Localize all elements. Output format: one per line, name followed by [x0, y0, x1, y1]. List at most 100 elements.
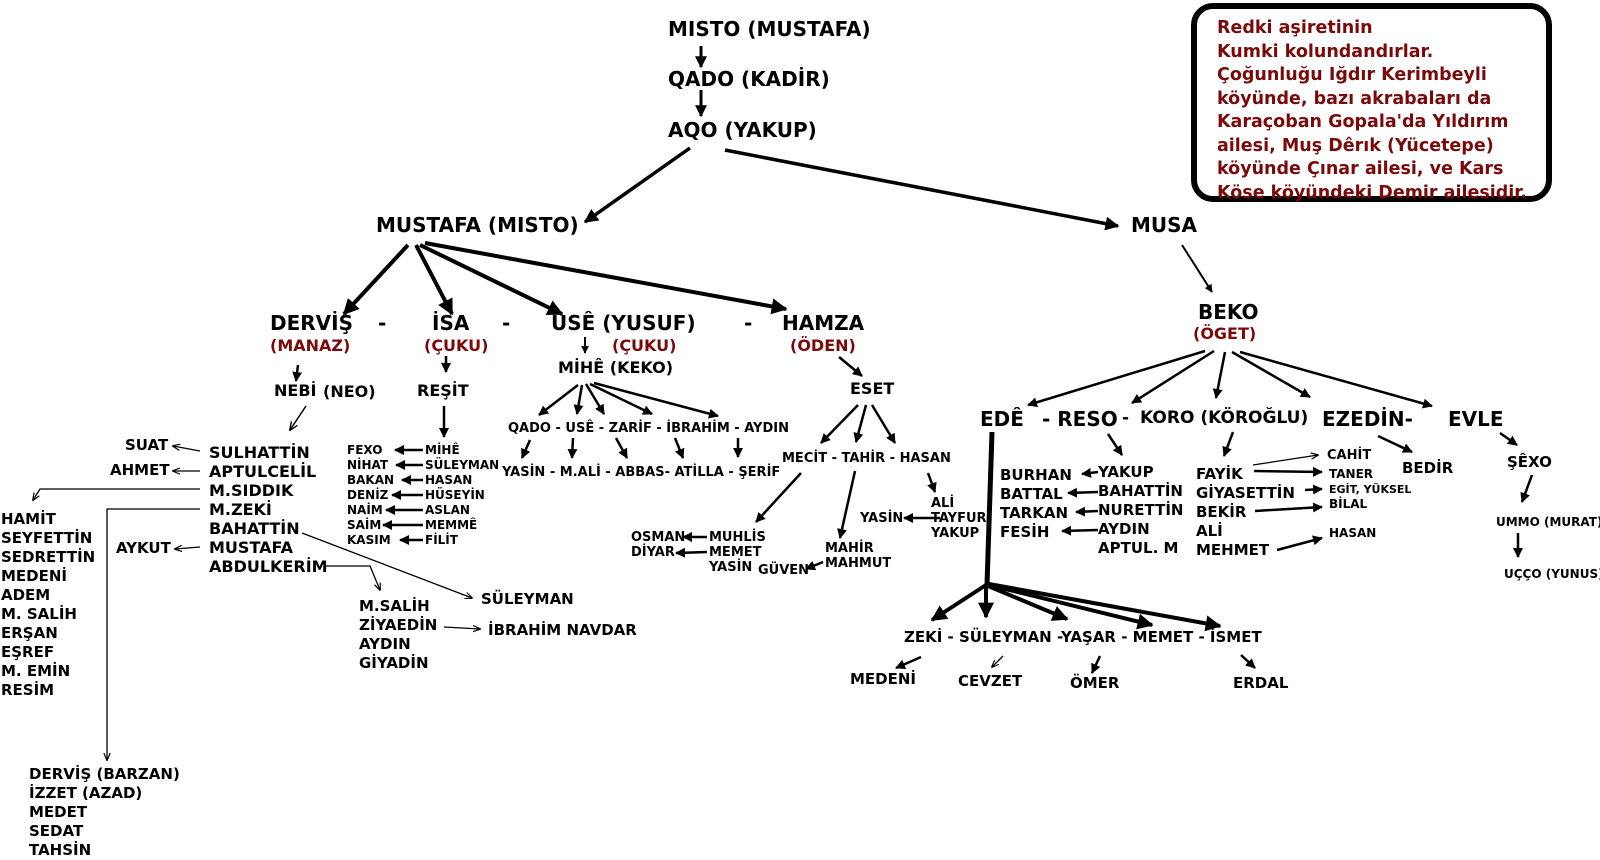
node-nebi: NEBİ	[274, 381, 317, 400]
link-qado-yasin	[520, 439, 532, 459]
node-ahmet: AHMET	[110, 461, 170, 479]
link-memet-diyar	[675, 547, 708, 558]
person: GİYASETTİN	[1196, 484, 1295, 502]
node-isa: İSA	[432, 311, 470, 335]
link-evle-sexo	[1499, 431, 1518, 447]
person: M. EMİN	[1, 662, 71, 680]
person: OSMAN	[631, 530, 686, 545]
node-nebi-alias: (NEO)	[323, 382, 376, 401]
link-nebi-sulhattin	[290, 405, 307, 430]
clan-oden: (ÖDEN)	[790, 336, 856, 355]
person: BATTAL	[1000, 485, 1063, 503]
node-koro-hasan: HASAN	[1329, 526, 1377, 540]
note-line: ailesi, Muş Dêrık (Yücetepe)	[1217, 135, 1494, 156]
mihe-children-row: QADO - USÊ - ZARİF - İBRAHİM - AYDIN	[508, 421, 789, 436]
link-zeki-children	[107, 508, 200, 760]
link-mihe-qado	[538, 384, 579, 416]
link-koro-fayik	[1222, 431, 1235, 457]
person: M. SALİH	[1, 605, 77, 623]
link-ismet-erdal	[1240, 654, 1256, 669]
link-beko-reso	[1131, 349, 1215, 405]
link-ede-trunk	[984, 431, 995, 586]
link-ziyaedin-ibrahim	[443, 627, 480, 629]
node-hamza: HAMZA	[782, 311, 865, 335]
person: HAMİT	[1, 510, 56, 528]
link-ibrahim-atilla	[673, 437, 685, 459]
clan-manaz: (MANAZ)	[270, 336, 351, 355]
node-erdal: ERDAL	[1233, 674, 1289, 692]
link-use-mali	[567, 437, 578, 459]
link-ede-ismet	[988, 582, 1222, 632]
link-nurettin-tarkan	[1075, 506, 1099, 517]
person: ADEM	[1, 586, 51, 604]
person: GİYADİN	[359, 654, 429, 672]
person: ALİ	[931, 496, 955, 511]
link-ede-zeki	[930, 583, 988, 622]
link-eset-tahir	[853, 404, 868, 443]
link-reso-yakup	[1106, 433, 1124, 456]
person: SEDAT	[29, 822, 84, 840]
node-suat: SUAT	[125, 436, 169, 454]
link-giyasettin-egit	[1304, 484, 1323, 495]
link-siddik-children	[33, 488, 200, 500]
person: ABDULKERİM	[209, 557, 328, 576]
node-reso: - RESO	[1042, 407, 1118, 431]
mihe-grandchildren-row: YASİN - M.ALİ - ABBAS- ATİLLA - ŞERİF	[502, 465, 781, 480]
person: MİHÊ	[425, 443, 460, 457]
link-sexo-ummo	[1520, 474, 1534, 503]
eset-children-row: MECİT - TAHİR - HASAN	[782, 451, 951, 466]
note-line: Çoğunluğu Iğdır Kerimbeyli	[1217, 65, 1487, 85]
node-beko: BEKO	[1198, 300, 1259, 324]
person: M.ZEKİ	[209, 500, 272, 519]
person: MEDET	[29, 803, 88, 821]
hasan-children-list: ALİ TAYFUR YAKUP	[931, 496, 987, 541]
person: KASIM	[347, 533, 391, 547]
person: SULHATTİN	[209, 443, 310, 462]
link-yakup-burhan	[1081, 467, 1099, 478]
person: TAYFUR	[931, 511, 987, 526]
person: MEHMET	[1196, 541, 1270, 559]
person: BEKİR	[1196, 503, 1247, 521]
node-ummo: UMMO (MURAT)	[1496, 515, 1600, 529]
link-mustafa-hamza	[424, 241, 788, 315]
node-resit: REŞİT	[417, 381, 469, 400]
person: MAHİR	[825, 541, 874, 556]
person: DİYAR	[631, 545, 675, 560]
person: MUSTAFA	[209, 538, 293, 557]
reso-grandchildren-list: BURHAN BATTAL TARKAN FESİH	[1000, 466, 1072, 542]
link-suleyman-cevzet	[992, 655, 1004, 667]
node-cevzet: CEVZET	[958, 672, 1023, 690]
person: DERVİŞ (BARZAN)	[29, 765, 180, 783]
node-bedir: BEDİR	[1402, 459, 1454, 477]
separator: -	[378, 311, 387, 335]
link-aydin-fesih	[1061, 525, 1099, 536]
link-fayik-taner	[1253, 466, 1323, 477]
person: MEMMÊ	[425, 518, 478, 532]
note-line: Redki aşiretinin	[1217, 18, 1373, 38]
node-koro: KORO (KÖROĞLU)	[1140, 408, 1309, 428]
koro-children-list: FAYİK GİYASETTİN BEKİR ALİ MEHMET	[1196, 465, 1295, 560]
node-guven: GÜVEN	[758, 563, 810, 578]
person: NURETTİN	[1098, 501, 1184, 519]
link-tahir-mahir	[837, 470, 857, 539]
link-beko-ezedin	[1231, 350, 1311, 399]
node-ucco: UÇÇO (YUNUS)	[1504, 567, 1600, 581]
link-mihe-aydin	[593, 381, 719, 419]
link-mihe-zarif	[584, 383, 606, 415]
person: ERŞAN	[1, 624, 58, 642]
person: YAKUP	[931, 526, 980, 541]
resit-grandchildren-list: FEXO NİHAT BAKAN DENİZ NAİM SAİM KASIM	[347, 443, 394, 548]
person: TAHSİN	[29, 841, 92, 859]
node-evle: EVLE	[1448, 407, 1504, 431]
link-ezedin-bedir	[1377, 434, 1413, 454]
node-aykut: AYKUT	[116, 539, 171, 557]
node-mustafa: MUSTAFA (MISTO)	[376, 213, 579, 237]
link-eset-mecit	[820, 404, 859, 444]
node-taner: TANER	[1329, 467, 1374, 481]
clan-oget: (ÖGET)	[1193, 324, 1257, 343]
link-fayik-cahit	[1252, 455, 1318, 466]
node-musa: MUSA	[1131, 213, 1198, 237]
person: AYDIN	[359, 635, 411, 653]
person: MAHMUT	[825, 556, 892, 571]
